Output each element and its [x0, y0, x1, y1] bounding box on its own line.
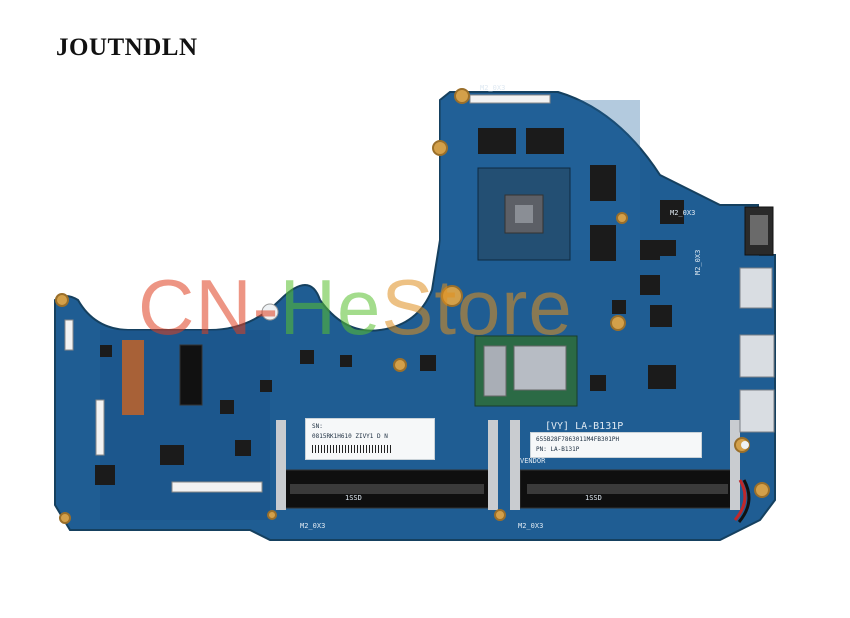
svg-text:1SSD: 1SSD: [585, 494, 602, 502]
cpu-die: [483, 345, 507, 397]
svg-text:M2_0X3: M2_0X3: [670, 209, 695, 217]
small-chips: [95, 200, 684, 485]
cpu-die: [513, 345, 567, 391]
ribbon-connector: [95, 399, 105, 456]
sticker-right: 655B28F7863011M4FB301PH PN: LA-B131P: [530, 432, 702, 458]
svg-text:M2_0X3: M2_0X3: [518, 522, 543, 530]
svg-text:[VY] LA-B131P: [VY] LA-B131P: [545, 421, 623, 432]
sticker-left-line: 0815RK1H610 ZIVY1 D N: [312, 433, 388, 440]
svg-text:M2_0X3: M2_0X3: [694, 250, 702, 275]
ribbon-connector: [64, 319, 74, 351]
svg-text:M2_0X3: M2_0X3: [480, 84, 505, 92]
usb-port: [739, 334, 775, 378]
barcode: [312, 445, 392, 453]
brand-title: JOUTNDLN: [56, 34, 198, 61]
sticker-right-line: 655B28F7863011M4FB301PH: [536, 436, 620, 443]
ribbon-connector: [469, 94, 551, 104]
svg-text:VENDOR: VENDOR: [520, 457, 546, 465]
sticker-right-line: PN: LA-B131P: [536, 446, 580, 453]
m2-slot: [179, 344, 203, 406]
white-hole: [741, 441, 749, 449]
usb-port: [739, 389, 775, 433]
vram-chip: [590, 165, 616, 201]
svg-text:M2_0X3: M2_0X3: [300, 522, 325, 530]
vram-chip: [590, 225, 616, 261]
battery-cable: [733, 479, 747, 521]
white-hole: [261, 303, 279, 321]
svg-text:1SSD: 1SSD: [345, 494, 362, 502]
sticker-left-line: SN:: [312, 423, 323, 430]
vram-chip: [526, 128, 564, 154]
sticker-left: SN: 0815RK1H610 ZIVY1 D N: [305, 418, 435, 460]
vram-chip: [478, 128, 516, 154]
usb-port: [739, 267, 773, 309]
ribbon-connector: [171, 481, 263, 493]
